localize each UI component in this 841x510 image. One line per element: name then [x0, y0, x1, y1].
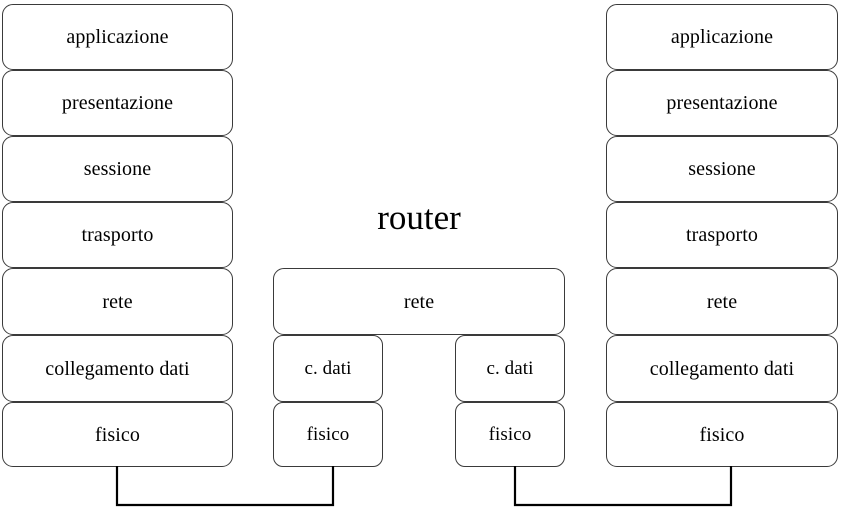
layer-label: rete: [102, 290, 133, 313]
left-host-layer-datalink: collegamento dati: [2, 335, 233, 402]
router-right-interface-layer-datalink: c. dati: [455, 335, 565, 402]
right-host-layer-session: sessione: [606, 136, 838, 202]
layer-label: sessione: [83, 158, 152, 180]
layer-label: applicazione: [66, 26, 169, 48]
layer-label: fisico: [488, 424, 532, 445]
layer-label: fisico: [699, 423, 745, 446]
right-host-layer-network: rete: [606, 268, 838, 335]
left-host-layer-application: applicazione: [2, 4, 233, 70]
left-host-layer-physical: fisico: [2, 402, 233, 467]
layer-label: rete: [706, 290, 738, 313]
layer-label: trasporto: [81, 224, 154, 246]
right-host-layer-datalink: collegamento dati: [606, 335, 838, 402]
right-host-layer-application: applicazione: [606, 4, 838, 70]
layer-label: collegamento dati: [649, 357, 795, 380]
right-host-layer-physical: fisico: [606, 402, 838, 467]
layer-label: fisico: [306, 424, 350, 445]
layer-label: presentazione: [666, 92, 778, 114]
link-router-to-right-host: [513, 466, 733, 507]
router-layer-network: rete: [273, 268, 565, 335]
left-host-layer-session: sessione: [2, 136, 233, 202]
layer-label: presentazione: [61, 92, 174, 114]
layer-label: collegamento dati: [45, 357, 190, 380]
layer-label: rete: [403, 290, 435, 313]
link-left-host-to-router: [115, 466, 335, 507]
left-host-layer-transport: trasporto: [2, 202, 233, 268]
right-host-layer-presentation: presentazione: [606, 70, 838, 136]
layer-label: sessione: [688, 158, 756, 180]
router-left-interface-layer-datalink: c. dati: [273, 335, 383, 402]
layer-label: c. dati: [304, 358, 352, 379]
left-host-layer-network: rete: [2, 268, 233, 335]
router-left-interface-layer-physical: fisico: [273, 402, 383, 467]
layer-label: applicazione: [670, 26, 774, 48]
layer-label: fisico: [94, 423, 141, 446]
layer-label: c. dati: [486, 358, 534, 379]
right-host-layer-transport: trasporto: [606, 202, 838, 268]
left-host-layer-presentation: presentazione: [2, 70, 233, 136]
layer-label: trasporto: [686, 224, 758, 246]
router-title: router: [377, 198, 461, 237]
router-right-interface-layer-physical: fisico: [455, 402, 565, 467]
